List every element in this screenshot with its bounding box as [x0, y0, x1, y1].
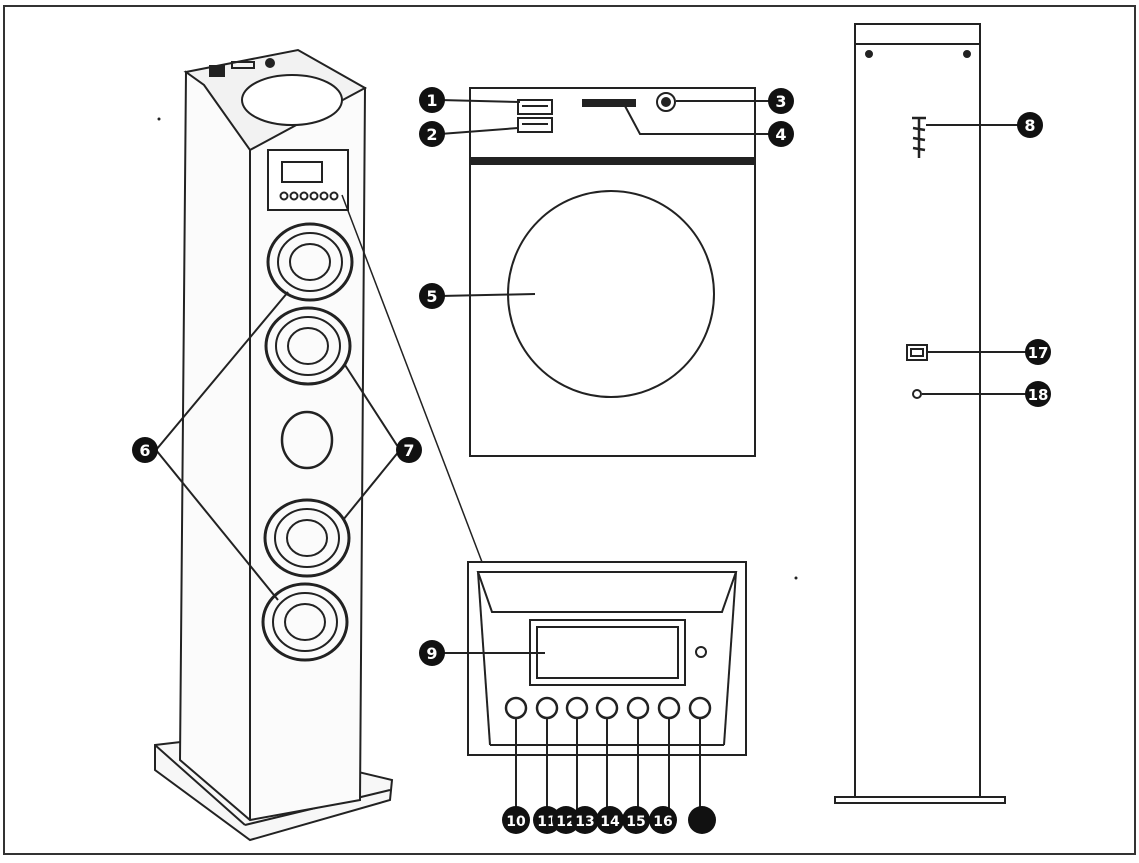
tower-panel-buttons — [279, 191, 339, 201]
callout-5-label: 5 — [426, 287, 437, 306]
callout-11-label: 11 — [537, 814, 556, 830]
callout-15: 15 — [622, 806, 650, 834]
callout-8-label: 8 — [1024, 116, 1035, 135]
callout-9-label: 9 — [426, 644, 437, 663]
front-panel-bevel — [476, 571, 738, 613]
callout-4-label: 4 — [775, 125, 786, 144]
tower-top-dock — [241, 74, 343, 126]
callout-17-label: 17 — [1028, 344, 1049, 362]
tower-panel-display — [281, 161, 323, 183]
callouts: 1 2 3 4 5 6 7 8 — [132, 87, 1051, 834]
callout-1-label: 1 — [426, 91, 437, 110]
zoom-leader-line — [341, 194, 483, 563]
aux-jack — [656, 92, 676, 112]
callout-17: 17 — [1025, 339, 1051, 365]
usb-port-2 — [517, 117, 553, 133]
top-panel-divider — [469, 157, 756, 165]
tower-woofer-4 — [261, 582, 349, 662]
callout-2-label: 2 — [426, 125, 437, 144]
tower-woofer-2 — [264, 306, 352, 386]
top-panel-outline — [469, 87, 756, 457]
callout-2: 2 — [419, 121, 445, 147]
tower-speaker — [154, 48, 394, 842]
tower-base-edge — [154, 744, 246, 826]
callout-14: 14 — [596, 806, 624, 834]
tower-front-panel — [267, 149, 349, 211]
ir-sensor — [695, 646, 707, 658]
callout-16-label: 16 — [653, 814, 672, 830]
leader-lines — [155, 99, 1028, 810]
callout-15-label: 15 — [626, 814, 645, 830]
callout-13-label: 13 — [575, 814, 594, 830]
callout-18: 18 — [1025, 381, 1051, 407]
callout-16: 16 — [649, 806, 677, 834]
tower-woofer-3 — [263, 498, 351, 578]
callout-12-label: 12 — [556, 814, 575, 830]
callout-7: 7 — [396, 437, 422, 463]
callout-8: 8 — [1017, 112, 1043, 138]
tower-top-usb — [209, 65, 225, 77]
callout-9: 9 — [419, 640, 445, 666]
callout-10: 10 — [502, 806, 530, 834]
tower-woofer-1 — [266, 222, 354, 302]
callout-4: 4 — [768, 121, 794, 147]
side-view — [834, 23, 1006, 804]
screw — [912, 116, 926, 158]
callout-5: 5 — [419, 283, 445, 309]
callout-7-label: 7 — [403, 441, 414, 460]
callout-1: 1 — [419, 87, 445, 113]
side-view-base — [834, 796, 1006, 804]
callout-13: 13 — [571, 806, 599, 834]
tower-top-slot — [231, 61, 255, 69]
power-jack — [912, 389, 922, 399]
callout-3: 3 — [768, 88, 794, 114]
callout-6: 6 — [132, 437, 158, 463]
callout-10-label: 10 — [506, 814, 526, 830]
side-view-body — [854, 23, 981, 801]
tower-port — [280, 410, 334, 470]
callout-3-label: 3 — [775, 92, 786, 111]
usb-port-1 — [517, 99, 553, 115]
callout-14-label: 14 — [600, 814, 620, 830]
callout-6-label: 6 — [139, 441, 150, 460]
card-slot — [582, 99, 636, 107]
callout-18-label: 18 — [1028, 386, 1049, 404]
callout-blank — [688, 806, 716, 834]
top-panel-detail — [469, 87, 756, 457]
